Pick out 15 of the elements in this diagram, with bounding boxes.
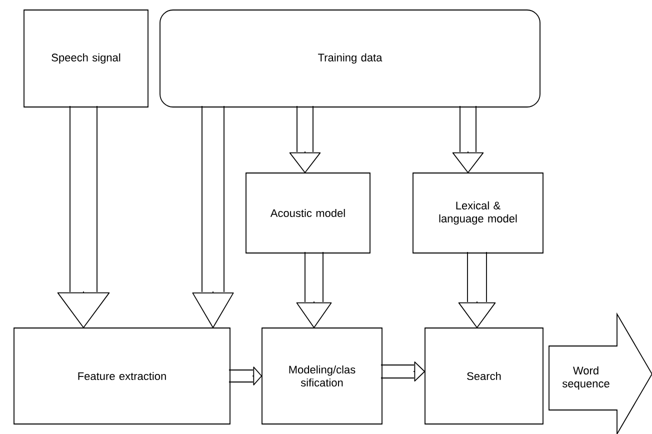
process-box: Modeling/clas sification xyxy=(262,328,382,424)
block-arrow xyxy=(228,366,262,386)
block-arrow xyxy=(57,106,110,328)
block-arrow xyxy=(458,252,496,328)
block-arrow xyxy=(296,252,332,328)
process-box: Search xyxy=(424,328,544,424)
rounded-box: Training data xyxy=(160,10,540,108)
block-arrow xyxy=(380,362,426,382)
process-box: Feature extraction xyxy=(14,328,230,424)
block-arrow xyxy=(452,106,484,174)
process-box: Speech signal xyxy=(24,10,148,108)
process-box: Acoustic model xyxy=(246,172,370,254)
process-box: Lexical & language model xyxy=(412,172,544,254)
block-arrow xyxy=(192,106,234,328)
block-arrow xyxy=(289,106,321,174)
